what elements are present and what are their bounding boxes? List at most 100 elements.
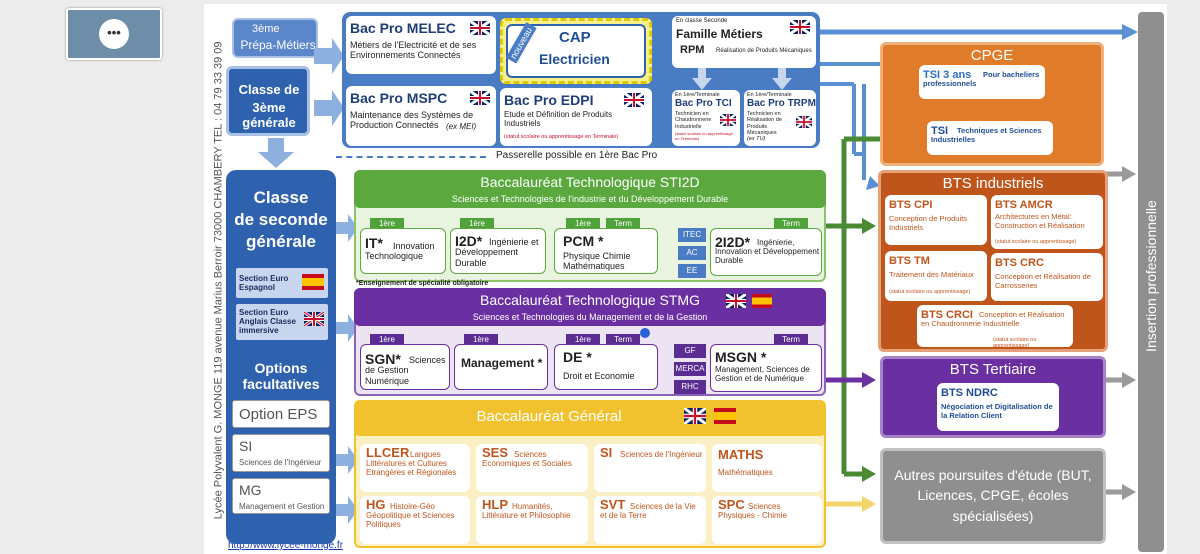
- it-title: IT*: [365, 235, 383, 251]
- spain-flag-icon: [752, 294, 772, 308]
- cpi-title: BTS CPI: [889, 199, 933, 211]
- ac-tag: AC: [678, 246, 706, 260]
- i2d-card: I2D* Ingénierie et Développement Durable: [450, 228, 546, 274]
- prepa-metiers-label: Prépa-Métiers: [240, 38, 316, 52]
- spain-flag-icon: [302, 274, 324, 290]
- mspc-title: Bac Pro MSPC: [350, 90, 448, 106]
- uk-flag-icon: [720, 114, 736, 126]
- famille-small: En classe Seconde: [676, 18, 728, 24]
- euro-en-label: Section Euro Anglais Classe immersive: [239, 308, 296, 336]
- tci-title: Bac Pro TCI: [675, 98, 732, 109]
- cpi-sub: Conception de Produits Industriels: [889, 214, 967, 232]
- trpm-sub: Technicien en Réalisation de Produits Mé…: [747, 111, 782, 136]
- ses-card: SES Sciences Economiques et Sociales: [476, 444, 588, 492]
- llcer-sub: Langues Littératures et Cultures Etrangè…: [366, 450, 457, 478]
- cpge-block: CPGE TSI 3 ans Pour bacheliers professio…: [880, 42, 1104, 166]
- tci-small: En 1ère/Terminale: [675, 92, 720, 98]
- it-tag: 1ère: [370, 218, 404, 230]
- tsi-title: TSI: [931, 125, 949, 137]
- bts-crc-card: BTS CRC Conception et Réalisation de Car…: [991, 253, 1103, 301]
- i2d-title: I2D*: [455, 233, 483, 249]
- sgn-sub: Sciences de Gestion Numérique: [365, 355, 446, 386]
- options-title: Options facultatives: [242, 360, 320, 393]
- option-mg-label: MG: [239, 482, 262, 498]
- famille-title: Famille Métiers: [676, 27, 763, 41]
- de-title: DE *: [563, 349, 592, 365]
- mspc-note: (ex MEI): [446, 122, 477, 131]
- cpge-title: CPGE: [970, 47, 1014, 64]
- slide-thumbnail[interactable]: •••: [66, 8, 162, 60]
- ndrc-title: BTS NDRC: [941, 387, 998, 399]
- uk-flag-icon: [624, 93, 644, 107]
- arrow-3eme-to-seconde: [258, 138, 294, 168]
- mspc-sub: Maintenance des Systèmes de Production C…: [350, 110, 474, 131]
- amcr-note: (statut scolaire ou apprentissage): [995, 239, 1077, 245]
- prepa-metiers-box: 3ème Prépa-Métiers: [232, 18, 318, 58]
- uk-flag-icon: [470, 91, 490, 105]
- stmg-title: Baccalauréat Technologique STMG: [480, 292, 700, 308]
- tm-note: (statut scolaire ou apprentissage): [889, 289, 971, 295]
- bts-amcr-card: BTS AMCR Architectures en Métal: Constru…: [991, 195, 1103, 249]
- de-card: DE * Droit et Economie: [554, 344, 658, 390]
- general-block: Baccalauréat Général LLCER Langues Litté…: [354, 400, 826, 548]
- bts-ndrc-card: BTS NDRC Négociation et Digitalisation d…: [937, 383, 1059, 431]
- i2d-sub: Ingénierie et Développement Durable: [455, 237, 539, 268]
- melec-title: Bac Pro MELEC: [350, 20, 456, 36]
- maths-sub: Mathématiques: [718, 468, 773, 477]
- 2i2d-sub: Ingénierie, Innovation et Développement …: [715, 238, 820, 266]
- stmg-header: Baccalauréat Technologique STMG Sciences…: [354, 288, 826, 338]
- option-eps-card: Option EPS: [232, 400, 330, 428]
- sti2d-header: Baccalauréat Technologique STI2D Science…: [354, 170, 826, 208]
- i2d-tag: 1ère: [460, 218, 494, 230]
- famille-rpm: RPM: [680, 44, 705, 56]
- spc-title: SPC: [718, 497, 745, 512]
- crci-note: (statut scolaire ou apprentissage): [993, 337, 1037, 350]
- document-page: Lycée Polyvalent G. MONGE 119 avenue Mar…: [204, 4, 1167, 554]
- classe-3eme-line2: 3ème générale: [242, 100, 296, 130]
- management-tag: 1ère: [464, 334, 498, 346]
- sti2d-title: Baccalauréat Technologique STI2D: [480, 174, 700, 190]
- amcr-sub: Architectures en Métal: Construction et …: [995, 212, 1085, 230]
- 2i2d-tag: Term: [774, 218, 808, 230]
- bts-crci-card: BTS CRCI Conception et Réalisation en Ch…: [917, 305, 1073, 350]
- de-tag-2: Term: [606, 334, 640, 346]
- maths-card: MATHS Mathématiques: [712, 444, 822, 492]
- spc-card: SPC Sciences Physiques - Chimie: [712, 496, 822, 544]
- uk-flag-icon: [470, 21, 490, 35]
- crci-sub: Conception et Réalisation en Chaudronner…: [921, 310, 1065, 328]
- bacpro-edpi-card: Bac Pro EDPI Etude et Définition de Prod…: [500, 88, 652, 146]
- edpi-sub: Etude et Définition de Produits Industri…: [504, 110, 613, 129]
- tm-title: BTS TM: [889, 255, 930, 267]
- bacpro-tci-card: En 1ère/Terminale Bac Pro TCI Technicien…: [672, 90, 740, 146]
- insertion-label: Insertion professionnelle: [1142, 200, 1159, 352]
- crci-title: BTS CRCI: [921, 309, 973, 321]
- tsi3-title: TSI 3 ans: [923, 69, 972, 81]
- trpm-title: Bac Pro TRPM: [747, 98, 816, 109]
- hlp-title: HLP: [482, 497, 508, 512]
- option-eps-label: Option EPS: [239, 406, 318, 423]
- famille-rpm-card: En classe Seconde Famille Métiers RPM Ré…: [672, 16, 816, 68]
- bts-cpi-card: BTS CPI Conception de Produits Industrie…: [885, 195, 987, 245]
- stmg-subtitle: Sciences et Technologies du Management e…: [472, 312, 708, 322]
- msgn-title: MSGN *: [715, 349, 767, 365]
- tsi-card: TSI Techniques et Sciences Industrielles: [927, 121, 1053, 155]
- si-card: SI Sciences de l'Ingénieur: [594, 444, 706, 492]
- pcm-tag-2: Term: [606, 218, 640, 230]
- bts-ind-title: BTS industriels: [942, 175, 1044, 192]
- bts-tertiaire-block: BTS Tertiaire BTS NDRC Négociation et Di…: [880, 356, 1106, 438]
- autres-text: Autres poursuites d'étude (BUT, Licences…: [894, 467, 1092, 524]
- seconde-generale-box: Classe de seconde générale Section Euro …: [226, 170, 336, 544]
- website-link[interactable]: http://www.lycee-monge.fr: [228, 540, 344, 551]
- sgn-title: SGN*: [365, 351, 401, 367]
- maths-title: MATHS: [718, 447, 764, 462]
- llcer-card: LLCER Langues Littératures et Cultures E…: [360, 444, 470, 492]
- autres-poursuites-block: Autres poursuites d'étude (BUT, Licences…: [880, 448, 1106, 544]
- arrows-seconde-to-bacs: [336, 214, 358, 524]
- hg-title: HG: [366, 497, 386, 512]
- bacpro-trpm-card: En 1ère/Terminale Bac Pro TRPM Technicie…: [744, 90, 816, 146]
- section-euro-anglais: Section Euro Anglais Classe immersive: [236, 304, 328, 340]
- uk-flag-icon: [304, 312, 324, 326]
- more-options-icon[interactable]: •••: [99, 19, 129, 49]
- it-card: IT* Innovation Technologique: [360, 228, 446, 274]
- crc-sub: Conception et Réalisation de Carrosserie…: [995, 272, 1091, 290]
